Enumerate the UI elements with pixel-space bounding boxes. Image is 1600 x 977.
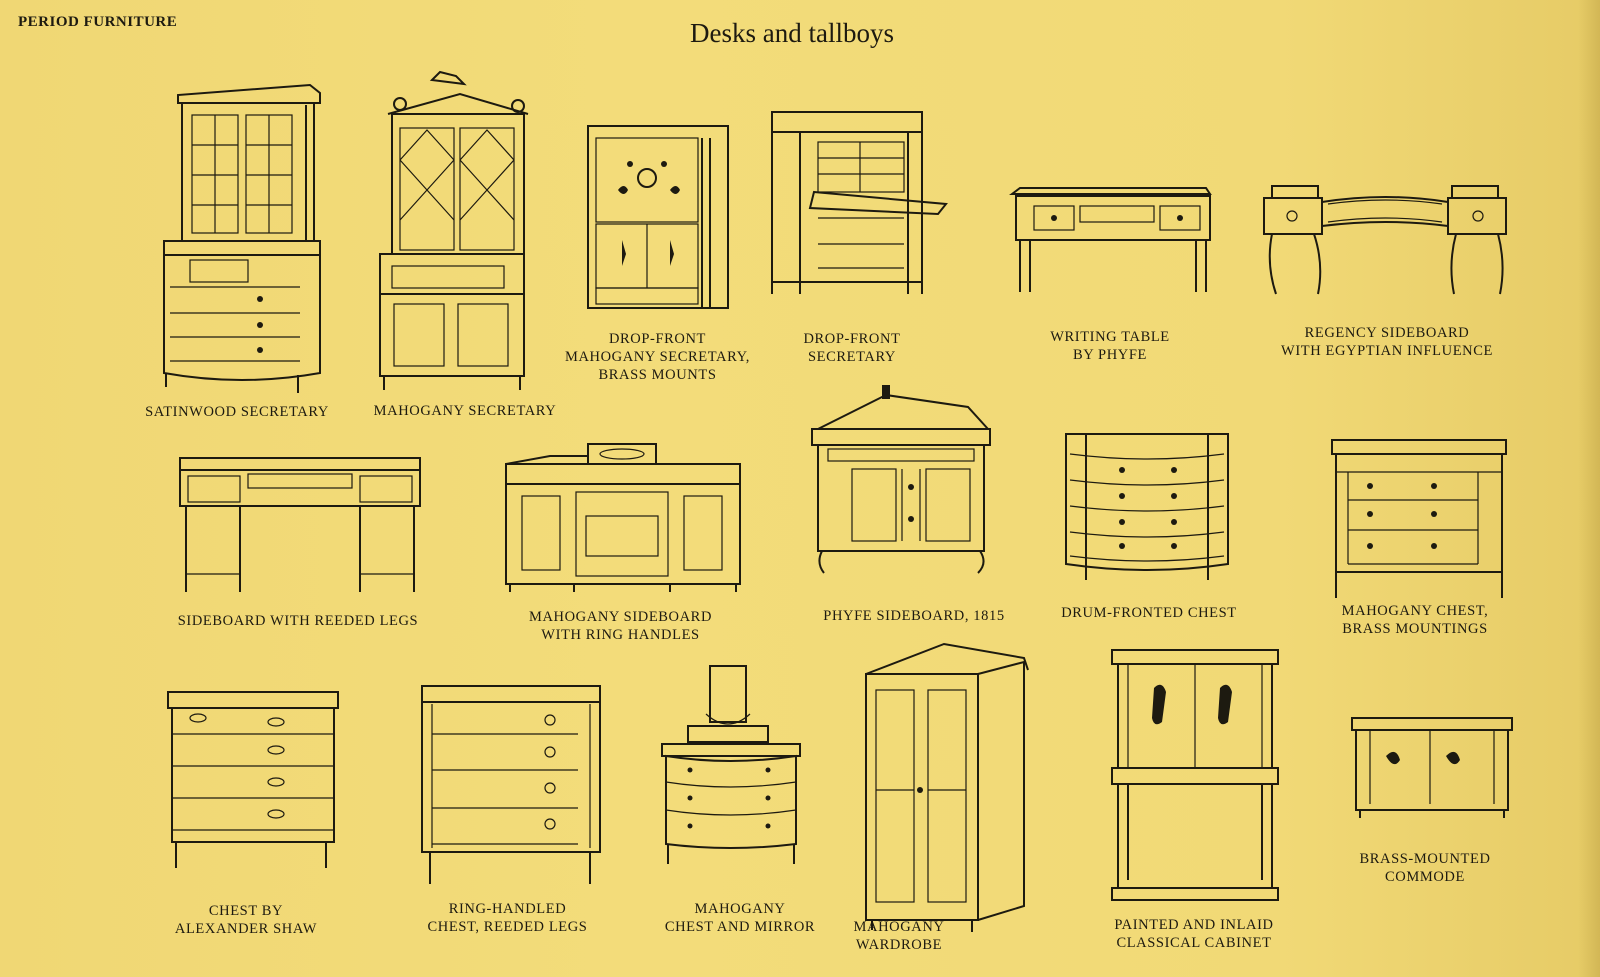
- wardrobe-illustration: [865, 642, 1029, 932]
- commode-illustration: [1351, 717, 1513, 818]
- page-edge-shadow: [1578, 0, 1600, 977]
- item-mahogany-secretary: MAHOGANY SECRETARY: [360, 70, 570, 430]
- section-label: PERIOD FURNITURE: [18, 14, 178, 30]
- item-commode: BRASS-MOUNTED COMMODE: [1350, 716, 1520, 886]
- caption-reeded-sideboard: SIDEBOARD WITH REEDED LEGS: [177, 613, 419, 629]
- item-chest-and-mirror: MAHOGANY CHEST AND MIRROR: [660, 664, 840, 954]
- chest-and-mirror-illustration: [661, 665, 801, 864]
- caption-mahogany-chest: MAHOGANY CHEST, BRASS MOUNTINGS: [1341, 603, 1489, 637]
- item-drop-front-mahogany-secretary: DROP-FRONT MAHOGANY SECRETARY, BRASS MOU…: [560, 120, 755, 390]
- item-drop-front-secretary: DROP-FRONT SECRETARY: [770, 108, 960, 368]
- item-phyfe-sideboard: PHYFE SIDEBOARD, 1815: [810, 383, 1030, 633]
- classical-cabinet-illustration: [1111, 649, 1279, 901]
- item-regency-sideboard: REGENCY SIDEBOARD WITH EGYPTIAN INFLUENC…: [1262, 184, 1522, 374]
- caption-mahogany-secretary: MAHOGANY SECRETARY: [373, 403, 557, 419]
- caption-ring-handled-chest: RING-HANDLED CHEST, REEDED LEGS: [427, 901, 588, 935]
- item-writing-table: WRITING TABLE BY PHYFE: [1009, 186, 1220, 376]
- item-mahogany-chest: MAHOGANY CHEST, BRASS MOUNTINGS: [1330, 438, 1540, 658]
- caption-shaw-chest: CHEST BY ALEXANDER SHAW: [174, 903, 318, 937]
- drop-front-mahogany-secretary-illustration: [587, 125, 729, 309]
- item-shaw-chest: CHEST BY ALEXANDER SHAW: [166, 690, 346, 950]
- caption-drum-fronted-chest: DRUM-FRONTED CHEST: [1061, 605, 1237, 621]
- mahogany-sideboard-illustration: [505, 443, 741, 592]
- caption-classical-cabinet: PAINTED AND INLAID CLASSICAL CABINET: [1114, 917, 1274, 951]
- caption-mahogany-sideboard: MAHOGANY SIDEBOARD WITH RING HANDLES: [528, 609, 713, 643]
- caption-writing-table: WRITING TABLE BY PHYFE: [1050, 329, 1170, 363]
- item-classical-cabinet: PAINTED AND INLAID CLASSICAL CABINET: [1110, 648, 1300, 968]
- item-mahogany-sideboard: MAHOGANY SIDEBOARD WITH RING HANDLES: [504, 440, 749, 650]
- caption-phyfe-sideboard: PHYFE SIDEBOARD, 1815: [823, 608, 1005, 624]
- caption-chest-and-mirror: MAHOGANY CHEST AND MIRROR: [664, 901, 816, 935]
- item-satinwood-secretary: SATINWOOD SECRETARY: [130, 75, 340, 435]
- item-drum-fronted-chest: DRUM-FRONTED CHEST: [1061, 430, 1264, 630]
- item-wardrobe: MAHOGANY WARDROBE: [854, 640, 1044, 970]
- writing-table-illustration: [1009, 187, 1212, 292]
- item-ring-handled-chest: RING-HANDLED CHEST, REEDED LEGS: [420, 684, 630, 944]
- caption-wardrobe: MAHOGANY WARDROBE: [853, 919, 945, 953]
- caption-commode: BRASS-MOUNTED COMMODE: [1359, 851, 1491, 885]
- caption-regency-sideboard: REGENCY SIDEBOARD WITH EGYPTIAN INFLUENC…: [1281, 325, 1493, 359]
- reeded-sideboard-illustration: [179, 457, 421, 592]
- drum-fronted-chest-illustration: [1065, 433, 1229, 580]
- regency-sideboard-illustration: [1263, 185, 1507, 295]
- satinwood-secretary-illustration: [163, 83, 321, 393]
- drop-front-secretary-illustration: [771, 111, 948, 294]
- caption-satinwood-secretary: SATINWOOD SECRETARY: [145, 404, 329, 420]
- phyfe-sideboard-illustration: [811, 385, 991, 574]
- ring-handled-chest-illustration: [421, 685, 601, 884]
- item-reeded-sideboard: SIDEBOARD WITH REEDED LEGS: [168, 456, 443, 646]
- caption-drop-front-secretary: DROP-FRONT SECRETARY: [803, 331, 901, 365]
- shaw-chest-illustration: [167, 691, 339, 868]
- mahogany-secretary-illustration: [379, 70, 529, 390]
- caption-drop-front-mahogany-secretary: DROP-FRONT MAHOGANY SECRETARY, BRASS MOU…: [564, 331, 751, 383]
- page-title: Desks and tallboys: [690, 18, 894, 48]
- mahogany-chest-illustration: [1331, 439, 1507, 598]
